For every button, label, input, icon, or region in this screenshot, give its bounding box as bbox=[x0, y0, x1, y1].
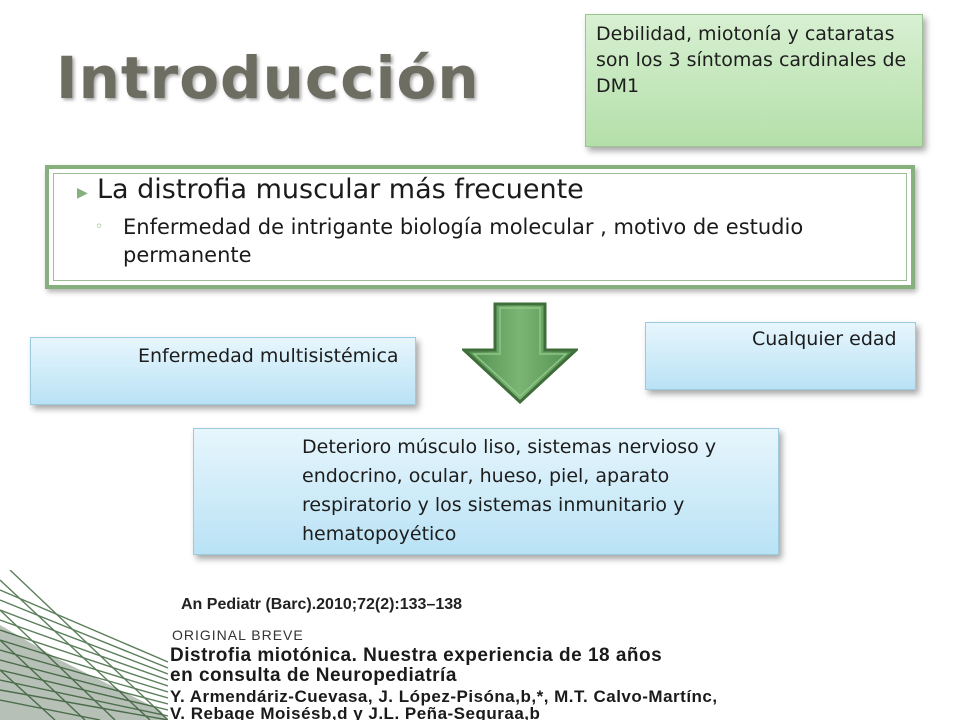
cardinal-symptoms-box: Debilidad, miotonía y cataratas son los … bbox=[585, 14, 923, 147]
any-age-box: Cualquier edad bbox=[645, 322, 916, 390]
citation-authors-line-2: V. Rebage Moisésb,d y J.L. Peña-Seguraa,… bbox=[170, 704, 541, 720]
main-content-box: ▶ La distrofia muscular más frecuente ◦ … bbox=[45, 165, 915, 289]
bullet-1-text: La distrofia muscular más frecuente bbox=[97, 174, 584, 205]
bullet-2-text: Enfermedad de intrigante biología molecu… bbox=[123, 215, 804, 267]
article-citation: An Pediatr (Barc).2010;72(2):133–138 ORI… bbox=[0, 570, 960, 720]
citation-title-line-1: Distrofia miotónica. Nuestra experiencia… bbox=[170, 645, 663, 666]
decorative-corner-lines bbox=[0, 570, 168, 720]
main-box-inner-border bbox=[53, 173, 907, 281]
citation-article-type: ORIGINAL BREVE bbox=[172, 627, 304, 643]
ring-bullet-icon: ◦ bbox=[95, 219, 104, 235]
slide-title: Introducción bbox=[56, 44, 480, 112]
triangle-right-icon: ▶ bbox=[77, 185, 88, 201]
deterioration-box: Deterioro músculo liso, sistemas nervios… bbox=[193, 428, 779, 555]
citation-authors: Y. Armendáriz-Cuevasa, J. López-Pisóna,b… bbox=[170, 688, 950, 720]
multisystemic-box: Enfermedad multisistémica bbox=[30, 337, 416, 405]
citation-title-line-2: en consulta de Neuropediatría bbox=[170, 665, 457, 686]
citation-title: Distrofia miotónica. Nuestra experiencia… bbox=[170, 646, 950, 686]
arrow-down-icon bbox=[462, 302, 578, 404]
citation-journal: An Pediatr (Barc).2010;72(2):133–138 bbox=[181, 596, 463, 613]
citation-authors-line-1: Y. Armendáriz-Cuevasa, J. López-Pisóna,b… bbox=[170, 687, 718, 706]
